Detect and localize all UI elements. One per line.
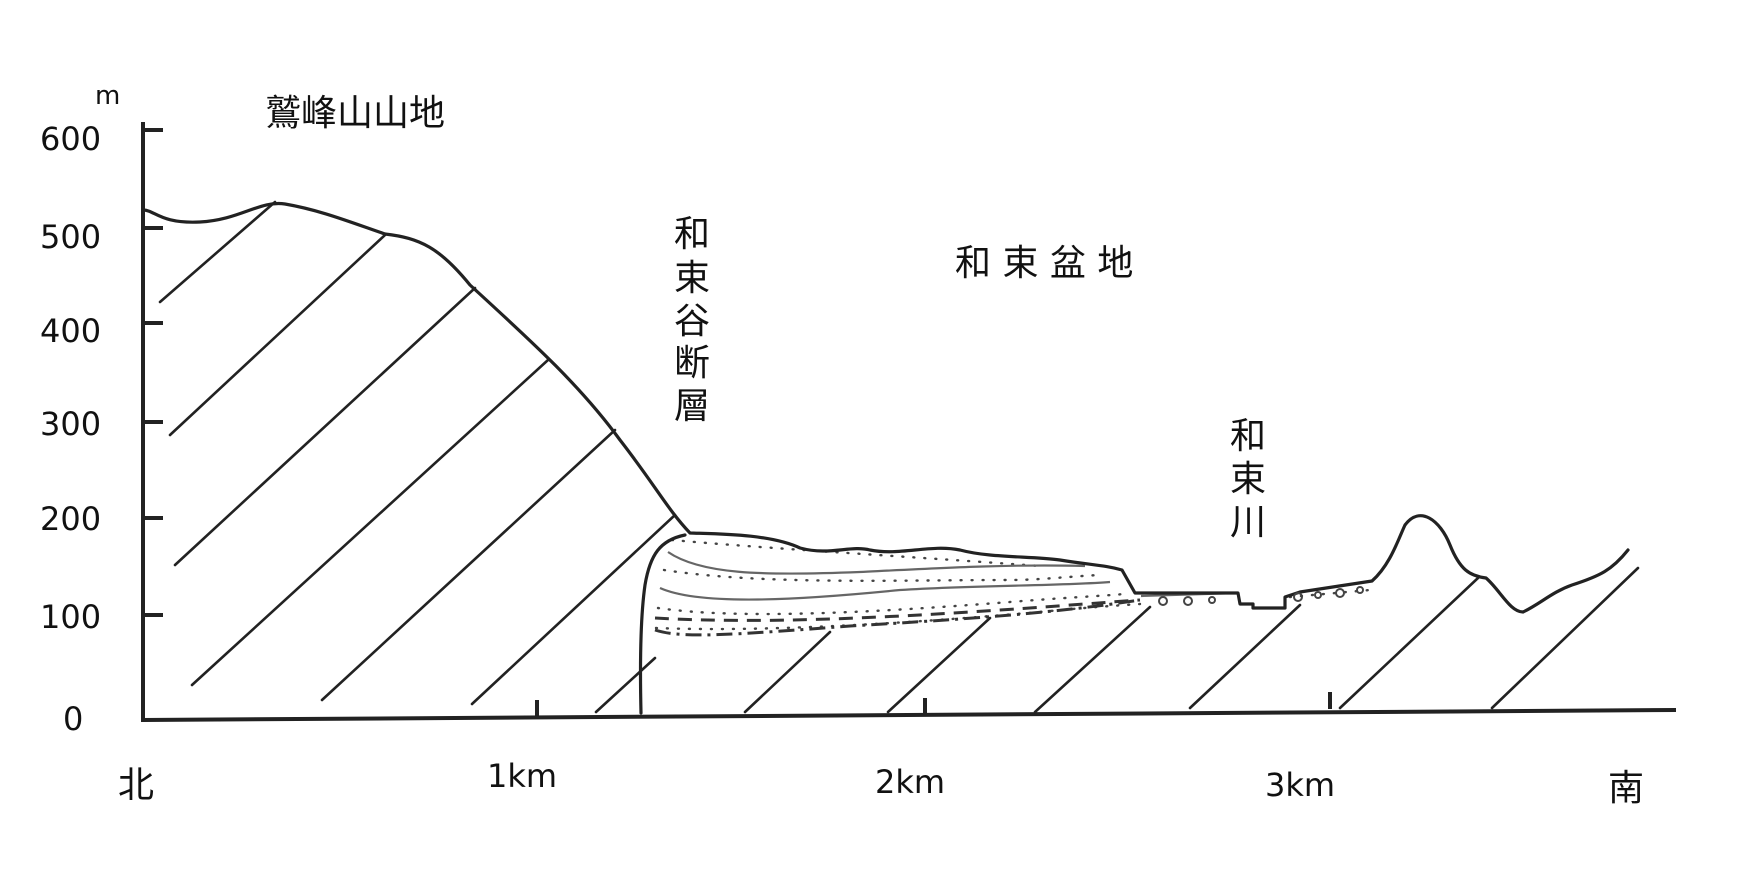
river-label-char: 和 — [1230, 416, 1266, 457]
y-tick-500: 500 — [40, 218, 101, 256]
axes — [141, 122, 1677, 722]
y-tick-100: 100 — [40, 598, 101, 636]
mountain-label: 鷲峰山山地 — [265, 93, 445, 134]
river-label-char: 川 — [1230, 502, 1266, 543]
fault-label-char: 断 — [674, 343, 710, 384]
y-tick-600: 600 — [40, 120, 101, 158]
terrain-profile — [141, 201, 1630, 614]
y-tick-400: 400 — [40, 312, 101, 350]
river-label: 和 束 川 — [1230, 416, 1266, 543]
fault-label-char: 束 — [674, 258, 710, 299]
x-tick-1km: 1km — [487, 757, 557, 795]
basin-label: 和 束 盆 地 — [955, 243, 1133, 284]
fault-label-char: 和 — [674, 214, 710, 255]
x-tick-3km: 3km — [1265, 766, 1335, 804]
y-tick-300: 300 — [40, 405, 101, 443]
y-tick-0: 0 — [63, 700, 83, 738]
x-tick-2km: 2km — [875, 763, 945, 801]
north-label: 北 — [118, 765, 154, 806]
river-label-char: 束 — [1230, 459, 1266, 500]
basin-sediments — [654, 538, 1372, 637]
fault-line — [638, 533, 687, 715]
y-tick-200: 200 — [40, 500, 101, 538]
y-unit-label: m — [95, 81, 120, 111]
river-gravel — [1158, 586, 1364, 606]
fault-label-char: 層 — [674, 386, 710, 427]
fault-label: 和 束 谷 断 層 — [674, 214, 710, 427]
south-label: 南 — [1608, 768, 1644, 809]
fault-label-char: 谷 — [674, 301, 710, 342]
bedrock-hatching — [158, 200, 1640, 714]
